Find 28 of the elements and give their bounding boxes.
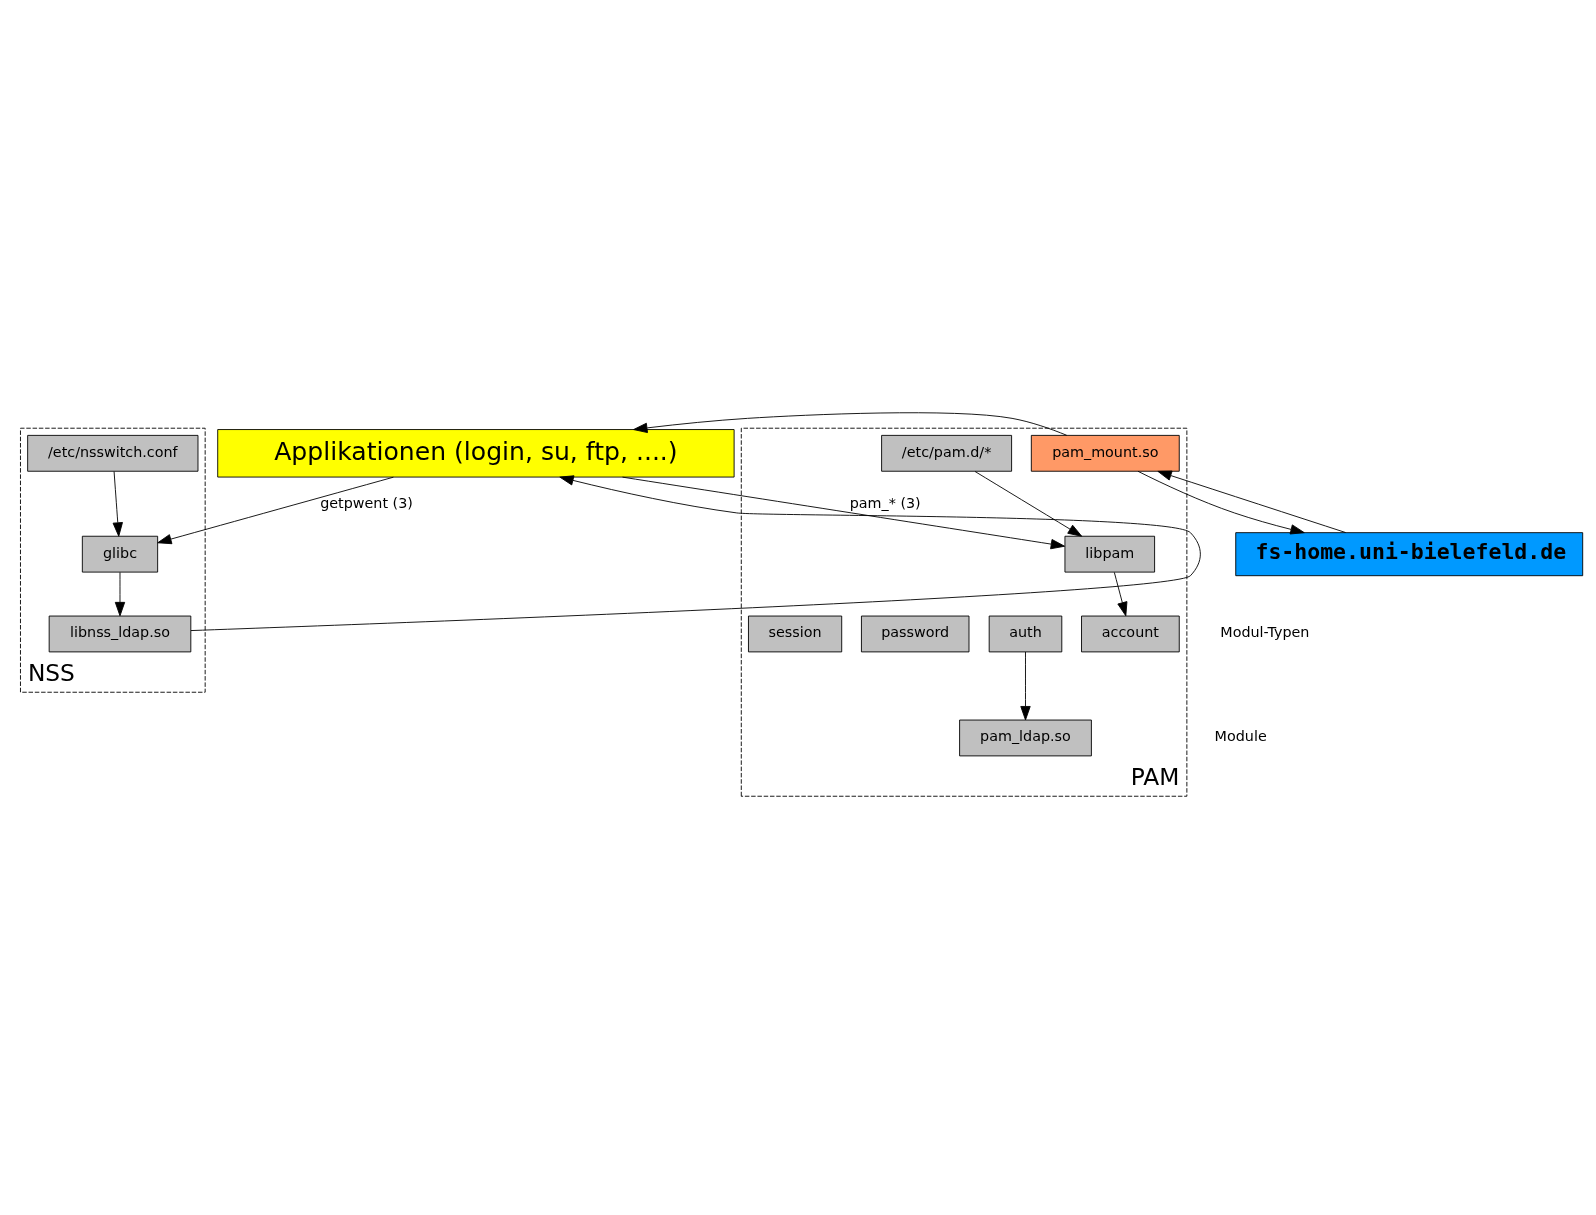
edge-label: getpwent (3) [320, 494, 413, 511]
arrow [622, 476, 1066, 549]
node-box: Applikationen (login, su, ftp, ....) [217, 428, 735, 477]
node-box: libnss_ldap.so [48, 615, 192, 652]
arrow [1113, 571, 1128, 616]
arrow [190, 474, 1201, 631]
node-box: pam_ldap.so [959, 719, 1092, 756]
arrow [633, 411, 1068, 436]
node-box: auth [988, 615, 1063, 652]
label: Modul-Typen [1220, 623, 1310, 640]
node-box: /etc/pam.d/* [881, 434, 1013, 472]
arrow [112, 470, 123, 537]
arrow [1020, 651, 1031, 720]
arrow [114, 571, 126, 616]
node-box: libpam [1064, 535, 1156, 573]
node-box: glibc [81, 535, 159, 573]
label: Module [1214, 727, 1267, 744]
node-box: /etc/nsswitch.conf [27, 434, 199, 472]
node-box: fs-home.uni-bielefeld.de [1235, 531, 1584, 576]
arrow [974, 470, 1083, 537]
arrow [1137, 470, 1305, 534]
node-box: session [748, 615, 843, 652]
arrow [157, 476, 394, 544]
node-box: account [1081, 615, 1180, 652]
arrow [1157, 470, 1347, 533]
edge-label: pam_* (3) [849, 494, 921, 511]
node-box: password [860, 615, 970, 652]
node-box: pam_mount.so [1030, 434, 1180, 472]
